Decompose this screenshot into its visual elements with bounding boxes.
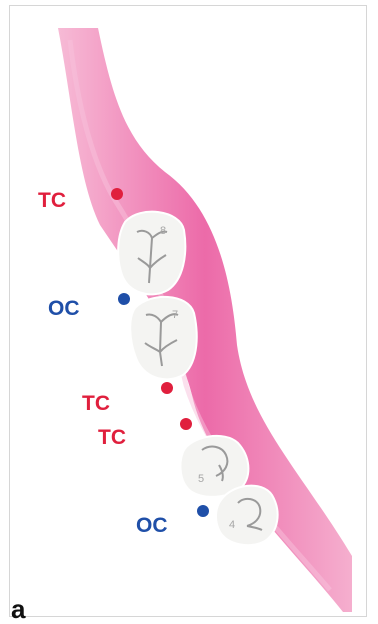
oc-dot-2 xyxy=(197,505,209,517)
tooth-7: 7 xyxy=(130,297,197,379)
tooth-4: 4 xyxy=(216,486,278,545)
label-tc-1: TC xyxy=(38,190,66,211)
tooth-5-number: 5 xyxy=(198,473,204,485)
tooth-8: 8 xyxy=(118,212,185,295)
tooth-4-number: 4 xyxy=(229,519,235,531)
label-oc-2: OC xyxy=(136,515,168,536)
tc-dot-1 xyxy=(111,188,123,200)
tc-dot-2 xyxy=(161,382,173,394)
label-tc-3: TC xyxy=(98,427,126,448)
oc-dot-1 xyxy=(118,293,130,305)
tooth-8-number: 8 xyxy=(160,225,166,237)
gingiva-band xyxy=(58,28,352,612)
label-oc-1: OC xyxy=(48,298,80,319)
tc-dot-3 xyxy=(180,418,192,430)
tooth-7-number: 7 xyxy=(172,309,178,321)
panel-label: a xyxy=(11,597,25,621)
label-tc-2: TC xyxy=(82,393,110,414)
